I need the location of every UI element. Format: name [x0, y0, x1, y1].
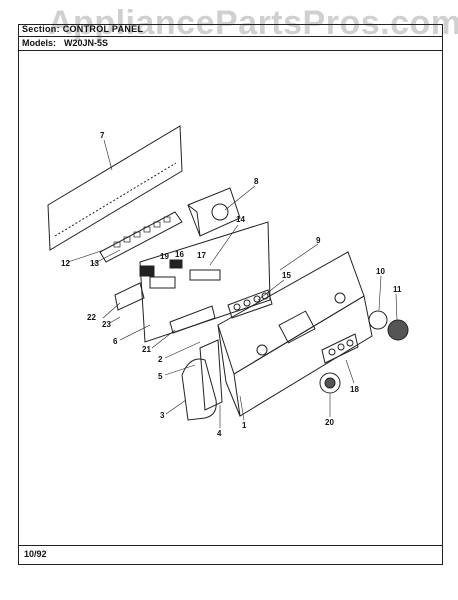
models-label: Models: — [22, 38, 57, 48]
header-divider-2 — [18, 50, 443, 51]
callout-22: 22 — [87, 313, 96, 322]
callout-21: 21 — [142, 345, 151, 354]
part-1-console — [217, 251, 365, 375]
part-7-rear-panel — [47, 125, 183, 251]
callout-3: 3 — [160, 411, 165, 420]
part-15-button-pad — [227, 289, 273, 319]
diagram-frame — [18, 24, 443, 565]
callout-7: 7 — [100, 131, 105, 140]
header-divider — [18, 36, 443, 37]
callout-12: 12 — [61, 259, 70, 268]
callout-11: 11 — [393, 285, 402, 294]
part-11-knob — [387, 319, 409, 341]
callout-1: 1 — [242, 421, 247, 430]
part-17-switch — [169, 259, 183, 269]
callout-2: 2 — [158, 355, 163, 364]
part-18-overlay — [321, 333, 359, 364]
callout-17: 17 — [197, 251, 206, 260]
callout-13: 13 — [90, 259, 99, 268]
callout-16: 16 — [175, 250, 184, 259]
part-3-end-cap — [181, 358, 217, 421]
models-value: W20JN-5S — [64, 38, 109, 48]
footer-divider — [18, 545, 443, 546]
section-title: Section: CONTROL PANEL — [22, 24, 144, 34]
callout-19: 19 — [160, 252, 169, 261]
part-5-end-cap — [199, 339, 223, 411]
callout-8: 8 — [254, 177, 259, 186]
callout-5: 5 — [158, 372, 163, 381]
callout-9: 9 — [316, 236, 321, 245]
callout-15: 15 — [282, 271, 291, 280]
part-14-bracket — [139, 221, 271, 343]
callout-10: 10 — [376, 267, 385, 276]
callout-6: 6 — [113, 337, 118, 346]
part-20-knob — [319, 372, 341, 394]
callout-20: 20 — [325, 418, 334, 427]
part-8-timer — [187, 187, 241, 237]
part-10-knob — [368, 310, 388, 330]
watermark: AppliancePartsPros.com — [48, 4, 458, 42]
callout-4: 4 — [217, 429, 222, 438]
callout-18: 18 — [350, 385, 359, 394]
callout-23: 23 — [102, 320, 111, 329]
part-21-lens — [169, 305, 216, 334]
part-13-switch-strip — [99, 211, 183, 263]
callout-14: 14 — [236, 215, 245, 224]
part-19-switch — [139, 265, 155, 277]
part-22-module — [114, 282, 145, 311]
date-code: 10/92 — [24, 549, 47, 559]
